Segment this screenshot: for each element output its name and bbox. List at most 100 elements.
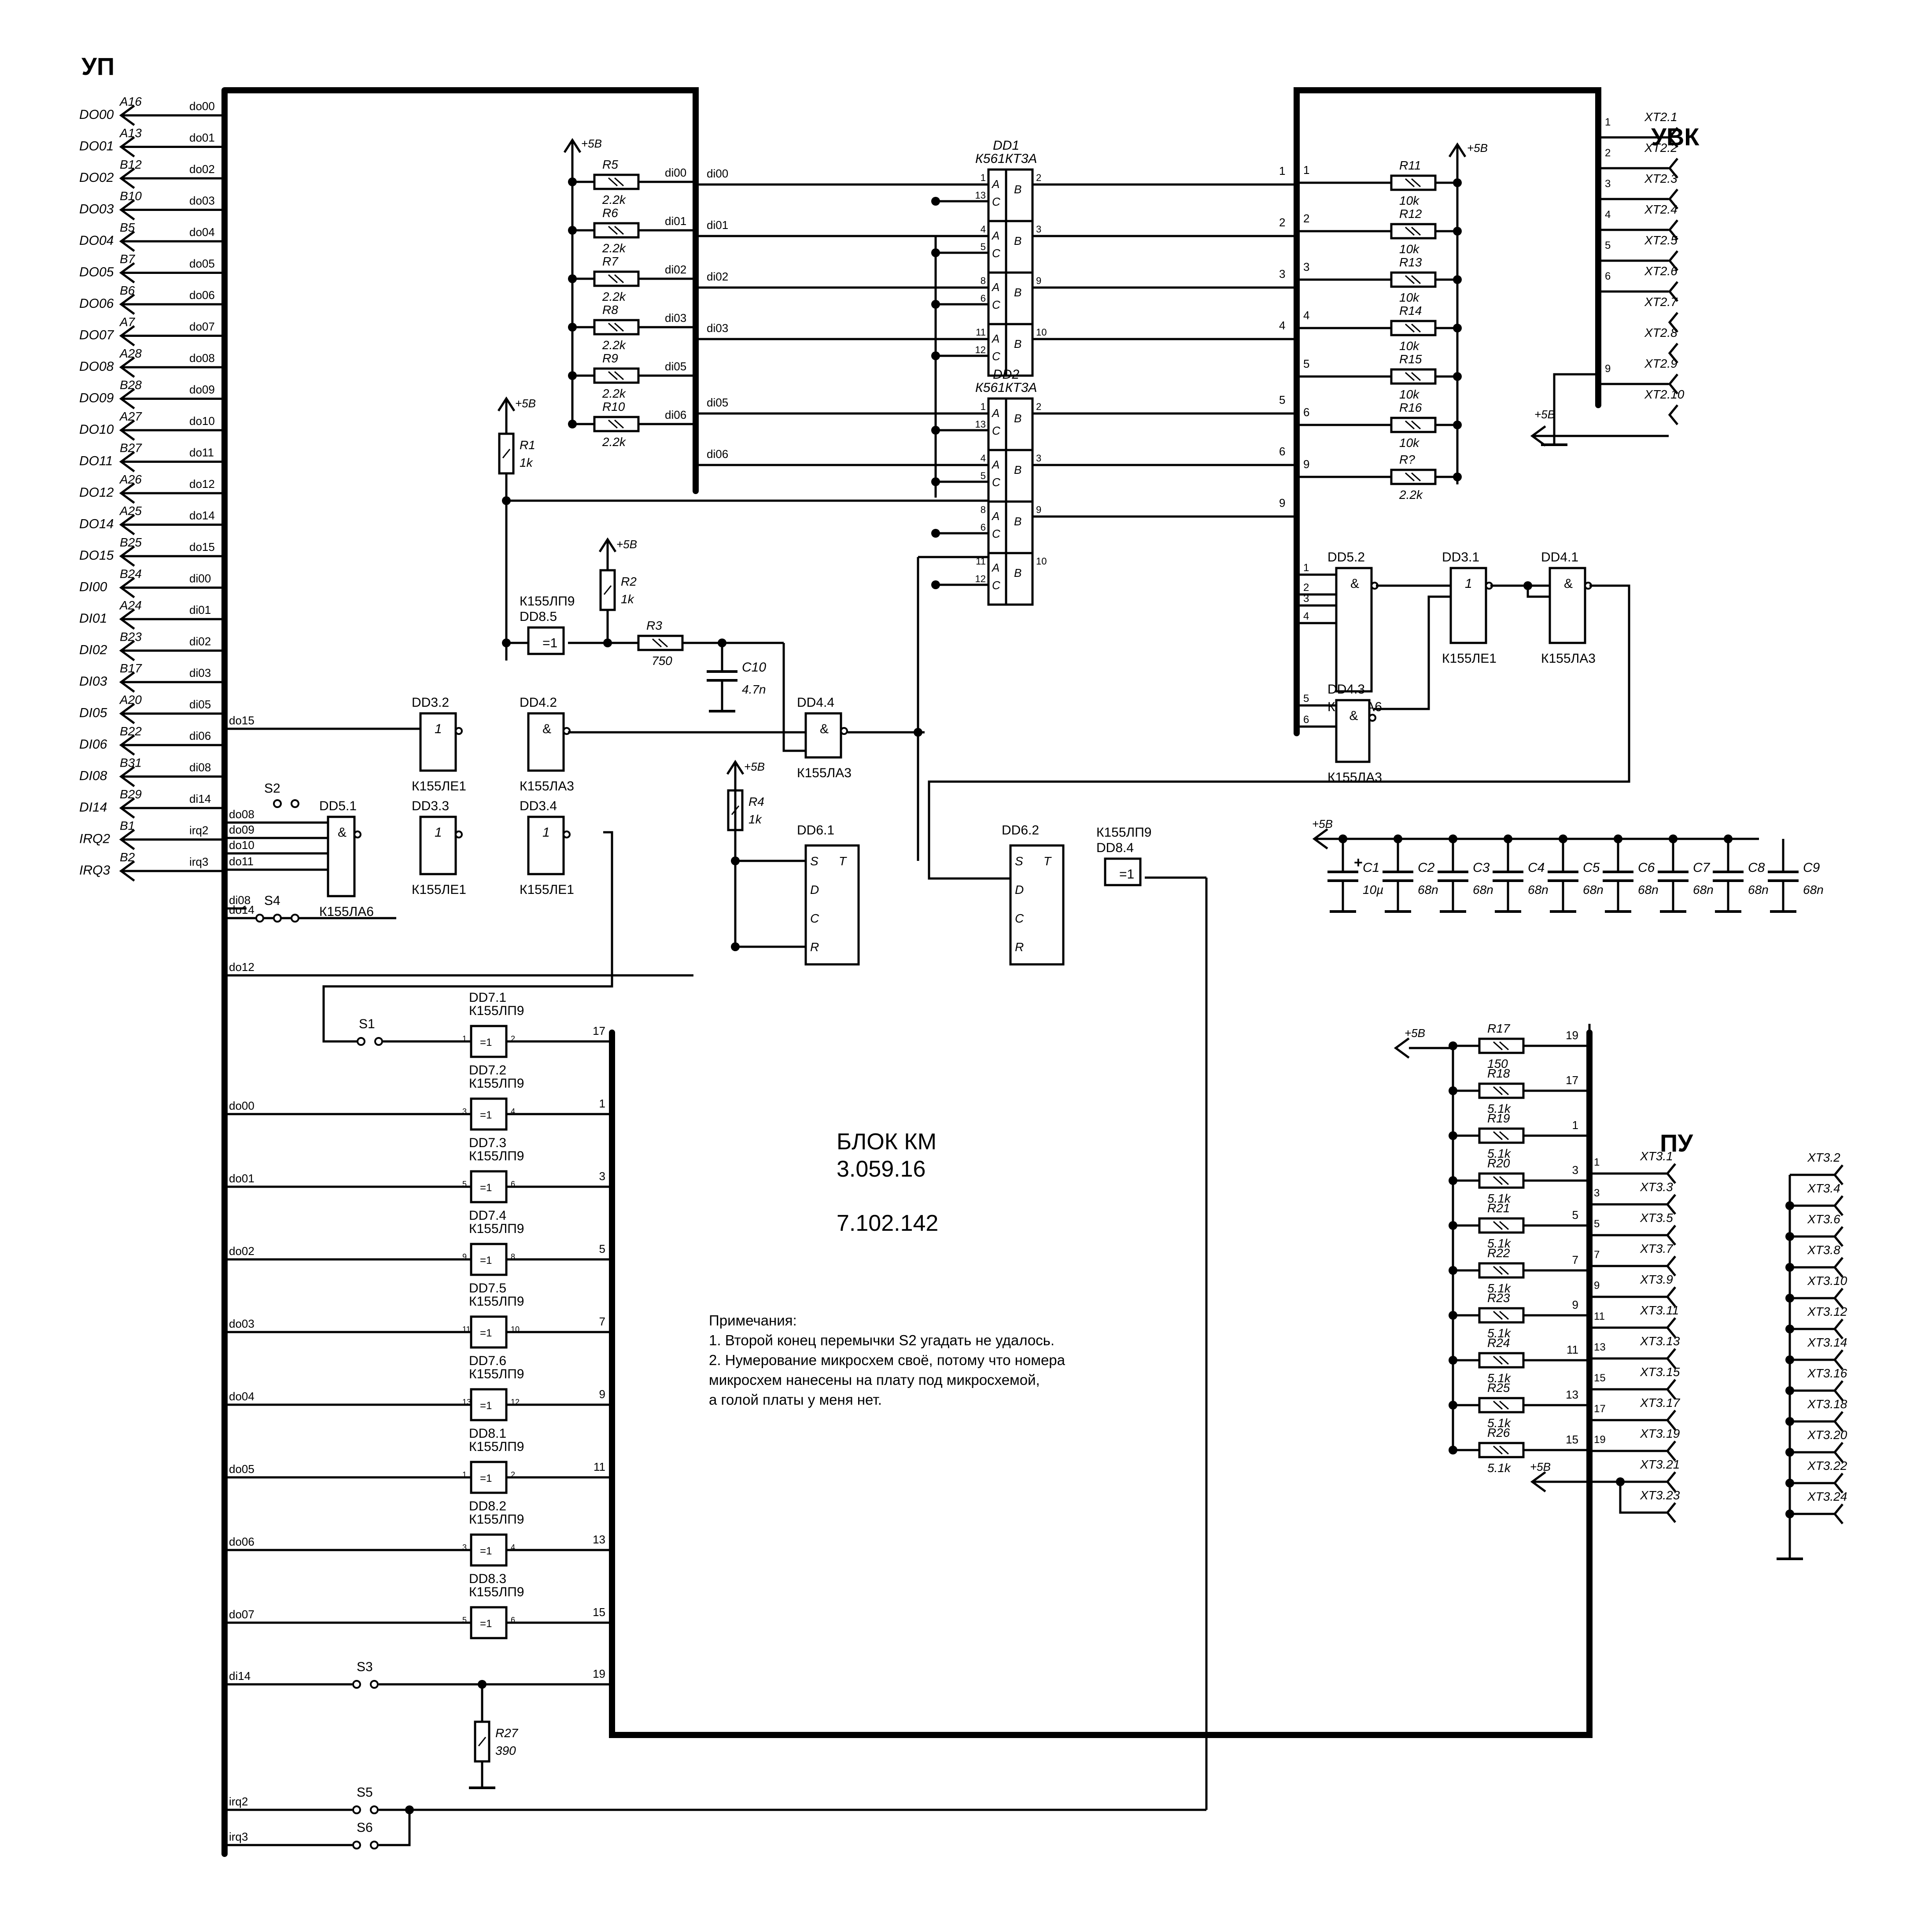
arrow-left-icon xyxy=(119,230,135,252)
net-label: do04 xyxy=(229,1390,254,1403)
resistor-mark xyxy=(1499,1310,1509,1320)
gate-part: К155ЛП9 xyxy=(469,1439,524,1454)
pin-function: B xyxy=(1014,183,1021,196)
gate-symbol: & xyxy=(1350,576,1359,591)
polarity-mark: + xyxy=(1354,854,1363,871)
ff-pin-function: T xyxy=(1043,854,1052,868)
gate-symbol: & xyxy=(820,722,829,736)
resistor xyxy=(1390,368,1437,385)
resistor-mark xyxy=(1493,1176,1503,1185)
pin-function: A xyxy=(991,281,999,294)
resistor-mark xyxy=(1493,1445,1503,1455)
pin-number: 2 xyxy=(511,1470,515,1479)
gate-part: К155ЛЕ1 xyxy=(412,779,466,794)
arrow-left-icon xyxy=(119,829,135,850)
connector-socket-icon xyxy=(1833,1411,1844,1432)
net-label: di00 xyxy=(707,167,728,180)
pin-number: 5 xyxy=(981,470,986,481)
resistor-ref: R16 xyxy=(1399,401,1422,414)
up-net-label: irq2 xyxy=(189,824,208,837)
junction-dot xyxy=(1785,1448,1794,1457)
gate-symbol: & xyxy=(1349,709,1358,723)
connector-label: XT2.6 xyxy=(1644,264,1678,278)
inversion-bubble xyxy=(563,830,571,838)
pin-function: C xyxy=(992,195,1000,208)
junction-dot xyxy=(1453,227,1462,236)
gate-ref: DD3.1 xyxy=(1442,550,1479,565)
arrow-left-icon xyxy=(119,608,135,630)
gate-ref: DD7.2 xyxy=(469,1063,506,1078)
up-signal-label: DO03 xyxy=(79,202,114,217)
resistor-mark xyxy=(1405,420,1415,430)
connector-socket-icon xyxy=(1833,1257,1844,1278)
junction-dot xyxy=(931,529,940,538)
resistor xyxy=(593,173,640,190)
pin-function: C xyxy=(992,579,1000,592)
gate-dd44 xyxy=(804,712,842,759)
resistor xyxy=(593,319,640,336)
connector-label: XT3.9 xyxy=(1640,1273,1673,1286)
junction-dot xyxy=(502,496,511,505)
connector-label: XT2.10 xyxy=(1644,388,1685,401)
capacitor-ref: C1 xyxy=(1363,860,1379,875)
connector-label: XT2.3 xyxy=(1644,172,1678,185)
resistor-value: 1k xyxy=(748,812,763,826)
pin-number: 2 xyxy=(1036,172,1041,183)
connector-socket-icon xyxy=(1666,1348,1676,1369)
resistor-mark xyxy=(1493,1221,1503,1230)
up-signal-label: DI00 xyxy=(79,580,107,594)
up-net-label: di02 xyxy=(189,635,211,648)
connector-socket-icon xyxy=(1666,1440,1676,1462)
up-net-label: di03 xyxy=(189,666,211,679)
resistor xyxy=(1390,223,1437,240)
xor-buffer xyxy=(470,1243,508,1276)
ic-ref: DD1 xyxy=(993,138,1019,153)
pin-number: 9 xyxy=(1303,458,1309,471)
pin-number: 12 xyxy=(975,344,986,355)
arrow-left-icon xyxy=(119,167,135,189)
up-pin-label: B31 xyxy=(120,756,142,770)
up-net-label: do15 xyxy=(189,540,215,554)
capacitor-value: 68n xyxy=(1583,883,1604,897)
net-label: di06 xyxy=(707,447,728,461)
up-signal-label: DO10 xyxy=(79,422,114,437)
pin-number: 4 xyxy=(511,1107,515,1116)
capacitor-value: 68n xyxy=(1638,883,1659,897)
pin-number: 6 xyxy=(1303,714,1309,726)
pin-number: 5 xyxy=(981,241,986,252)
gate-ref: DD8.1 xyxy=(469,1426,506,1441)
connector-socket-icon xyxy=(1668,188,1678,210)
arrow-left-icon xyxy=(119,293,135,315)
connector-socket-icon xyxy=(1666,1194,1676,1215)
resistor-mark xyxy=(1499,1221,1509,1230)
connector-label: XT3.5 xyxy=(1640,1211,1673,1225)
resistor-mark xyxy=(1493,1266,1503,1275)
capacitor-ref: C5 xyxy=(1583,860,1600,875)
connector-socket-icon xyxy=(1668,158,1678,179)
resistor-value: 5.1k xyxy=(1487,1281,1512,1295)
connector-label: XT3.12 xyxy=(1807,1305,1847,1318)
pin-function: B xyxy=(1014,337,1021,351)
connector-socket-icon xyxy=(1833,1318,1844,1340)
up-pin-label: B28 xyxy=(120,378,142,392)
resistor-value: 2.2k xyxy=(602,241,627,255)
pin-number: 3 xyxy=(1605,178,1611,190)
pin-number: 2 xyxy=(1303,212,1309,225)
pin-function: C xyxy=(992,350,1000,363)
connector-label: XT3.14 xyxy=(1807,1336,1847,1349)
up-pin-label: A28 xyxy=(119,347,142,360)
up-net-label: di08 xyxy=(189,761,211,774)
up-net-label: di01 xyxy=(189,603,211,616)
up-pin-label: A20 xyxy=(119,693,142,707)
pin-number: 4 xyxy=(981,453,986,464)
resistor-mark xyxy=(1411,472,1421,482)
gate-part: К155ЛП9 xyxy=(469,1512,524,1527)
resistor-mark xyxy=(614,177,624,187)
gate-ref: DD8.3 xyxy=(469,1572,506,1586)
net-label: di05 xyxy=(665,360,686,373)
ic-part: К561КТ3А xyxy=(975,151,1037,166)
resistor xyxy=(1478,1352,1525,1369)
resistor-mark xyxy=(614,274,624,284)
net-label: di03 xyxy=(707,321,728,335)
junction-dot xyxy=(1785,1232,1794,1241)
